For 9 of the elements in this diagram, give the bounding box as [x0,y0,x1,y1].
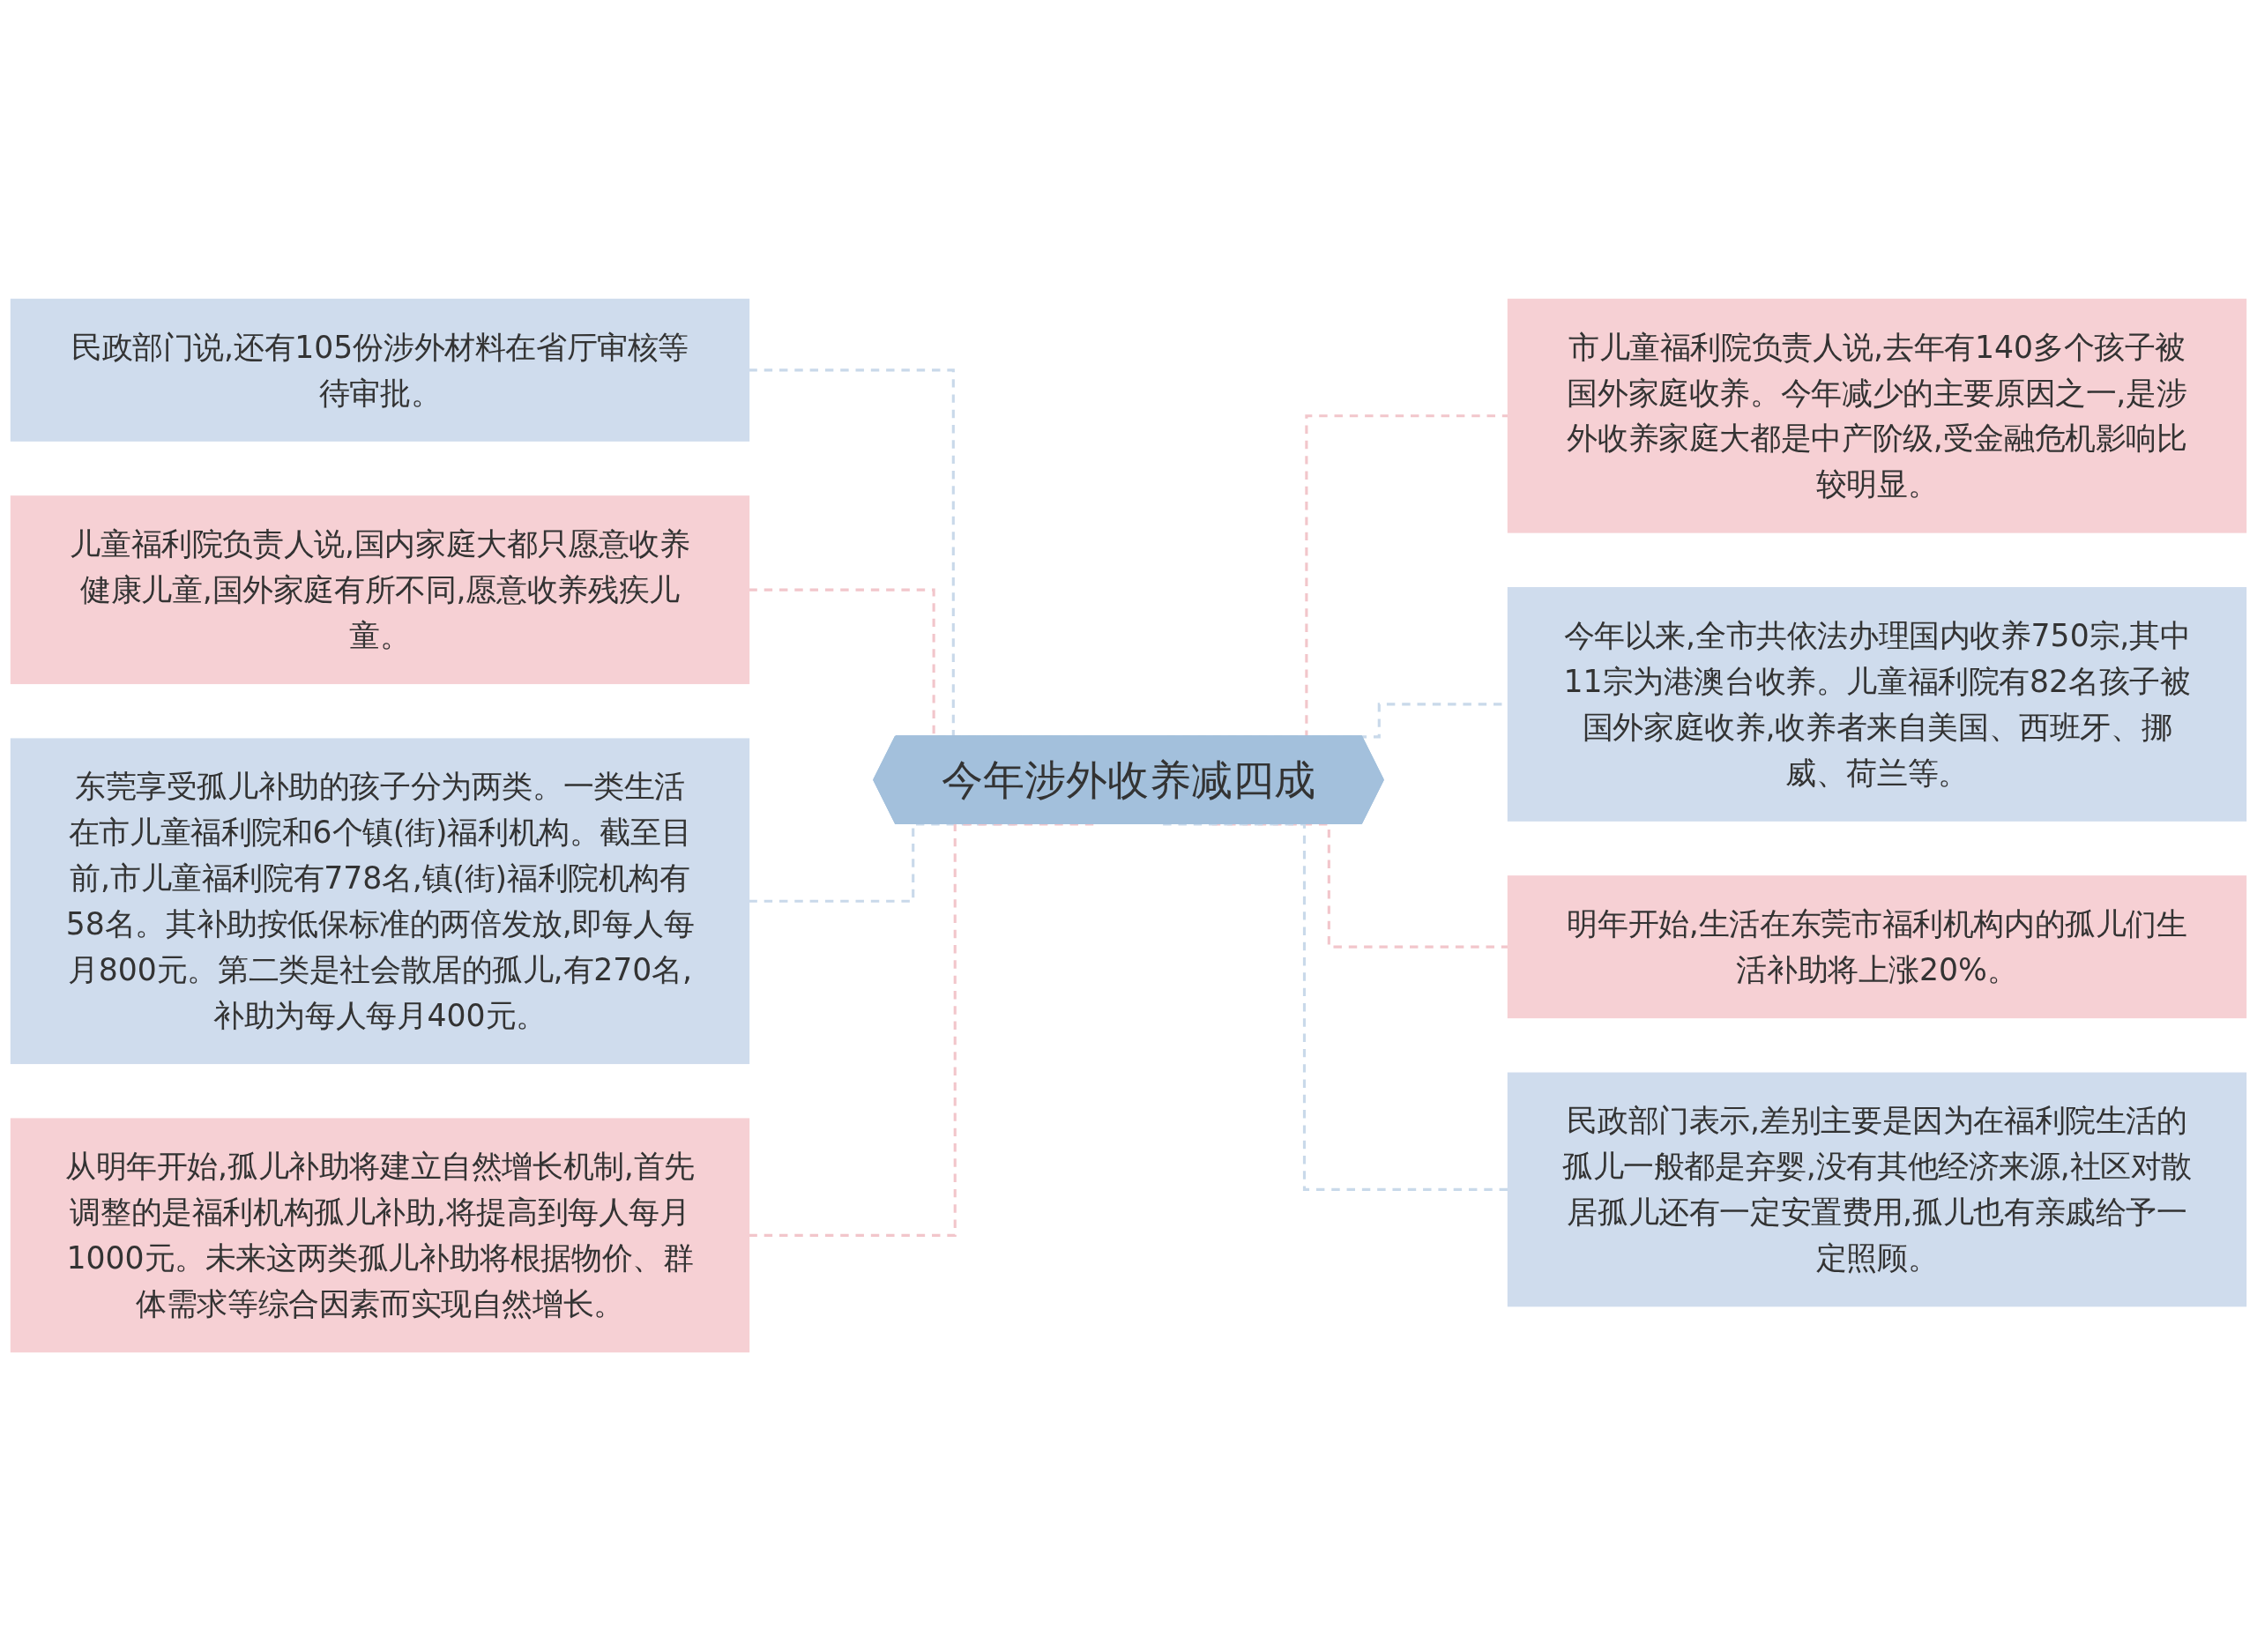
connector [1163,822,1508,1192]
node-box: 民政部门说,还有105份涉外材料在省厅审核等待审批。 [10,299,750,443]
node-box: 儿童福利院负责人说,国内家庭大都只愿意收养健康儿童,国外家庭有所不同,愿意收养残疾儿童。 [10,495,750,685]
node-box: 东莞享受孤儿补助的孩子分为两类。一类生活在市儿童福利院和6个镇(街)福利机构。截至目前,市儿童福利院有778名,镇(街)福利院机构有58名。其补助按低保标准的两倍发放,即每人每月800元。第二类是社会散居的孤儿,有270名,补助为每人每月400元。 [10,738,750,1065]
node-box: 今年以来,全市共依法办理国内收养750宗,其中11宗为港澳台收养。儿童福利院有82名孩子被国外家庭收养,收养者来自美国、西班牙、挪威、荷兰等。 [1507,587,2247,822]
node-box: 明年开始,生活在东莞市福利机构内的孤儿们生活补助将上涨20%。 [1507,875,2247,1019]
node-box: 民政部门表示,差别主要是因为在福利院生活的孤儿一般都是弃婴,没有其他经济来源,社区对散居孤儿还有一定安置费用,孤儿也有亲戚给予一定照顾。 [1507,1073,2247,1307]
node-box: 市儿童福利院负责人说,去年有140多个孩子被国外家庭收养。今年减少的主要原因之一,是涉外收养家庭大都是中产阶级,受金融危机影响比较明显。 [1507,299,2247,534]
node-box: 从明年开始,孤儿补助将建立自然增长机制,首先调整的是福利机构孤儿补助,将提高到每人每月1000元。未来这两类孤儿补助将根据物价、群体需求等综合因素而实现自然增长。 [10,1118,750,1353]
